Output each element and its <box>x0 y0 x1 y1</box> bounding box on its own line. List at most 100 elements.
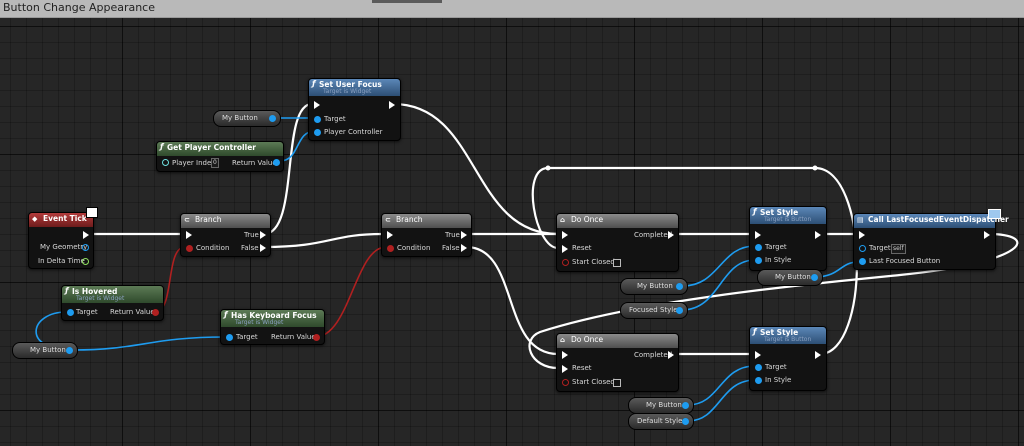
default-style-variable[interactable]: Default Style <box>628 413 694 430</box>
target-pin[interactable] <box>314 116 321 123</box>
node-header: ƒ Get Player Controller <box>157 142 283 156</box>
in-delta-time-label: In Delta Time <box>38 257 85 265</box>
exec-out-pin[interactable] <box>83 231 89 239</box>
last-focused-button-pin[interactable] <box>859 258 866 265</box>
output-pin[interactable] <box>269 115 276 122</box>
node-header: ◆ Event Tick <box>29 213 93 227</box>
false-label: False <box>241 244 259 252</box>
reset-label: Reset <box>572 364 592 372</box>
has-keyboard-focus-node[interactable]: ƒ Has Keyboard Focus Target is Widget Ta… <box>220 309 325 345</box>
focused-style-variable[interactable]: Focused Style <box>620 302 688 319</box>
output-pin[interactable] <box>682 402 689 409</box>
completed-label: Completed <box>634 231 673 239</box>
return-value-label: Return Value <box>232 159 277 167</box>
set-user-focus-node[interactable]: ƒ Set User Focus Target is Widget Target… <box>308 78 401 141</box>
my-button-variable[interactable]: My Button <box>757 269 823 286</box>
condition-pin[interactable] <box>387 245 394 252</box>
node-header: ⌂ Do Once <box>557 214 678 228</box>
exec-in-pin[interactable] <box>314 101 320 109</box>
event-tick-node[interactable]: ◆ Event Tick My Geometry In Delta Time <box>28 212 94 269</box>
exec-in-pin[interactable] <box>859 231 865 239</box>
delegate-icon[interactable] <box>86 207 98 218</box>
get-player-controller-node[interactable]: ƒ Get Player Controller Player Index 0 R… <box>156 141 284 172</box>
function-icon: ƒ <box>312 79 316 88</box>
true-exec-pin[interactable] <box>260 231 266 239</box>
exec-in-pin[interactable] <box>755 231 761 239</box>
completed-exec-pin[interactable] <box>668 231 674 239</box>
top-splitter-handle[interactable] <box>372 0 442 3</box>
my-button-variable[interactable]: My Button <box>620 278 688 295</box>
target-pin[interactable] <box>755 364 762 371</box>
return-value-pin[interactable] <box>273 159 280 166</box>
return-value-label: Return Value <box>110 308 155 316</box>
function-icon: ƒ <box>753 207 757 216</box>
output-pin[interactable] <box>66 347 73 354</box>
node-header: ▤ Call LastFocusedEventDispatcher <box>854 214 1009 228</box>
false-label: False <box>442 244 460 252</box>
return-value-pin[interactable] <box>313 334 320 341</box>
output-pin[interactable] <box>676 283 683 290</box>
player-index-value[interactable]: 0 <box>211 158 219 168</box>
my-button-variable[interactable]: My Button <box>213 110 281 127</box>
exec-out-pin[interactable] <box>984 231 990 239</box>
branch-node-1[interactable]: ⊂ Branch True Condition False <box>180 213 271 257</box>
do-once-node-2[interactable]: ⌂ Do Once Completed Reset Start Closed <box>556 333 679 392</box>
branch-icon: ⊂ <box>385 216 391 224</box>
target-pin[interactable] <box>859 245 866 252</box>
branch-node-2[interactable]: ⊂ Branch True Condition False <box>381 213 472 257</box>
output-pin[interactable] <box>682 418 689 425</box>
condition-label: Condition <box>196 244 230 252</box>
target-pin[interactable] <box>67 309 74 316</box>
my-button-variable[interactable]: My Button <box>12 342 78 359</box>
target-pin[interactable] <box>226 334 233 341</box>
function-icon: ƒ <box>160 142 164 151</box>
target-value[interactable]: self <box>891 244 906 254</box>
exec-out-pin[interactable] <box>815 231 821 239</box>
in-style-pin[interactable] <box>755 257 762 264</box>
in-style-pin[interactable] <box>755 377 762 384</box>
reset-exec-pin[interactable] <box>562 365 568 373</box>
start-closed-checkbox[interactable] <box>613 259 621 267</box>
false-exec-pin[interactable] <box>461 244 467 252</box>
condition-pin[interactable] <box>186 245 193 252</box>
call-dispatcher-node[interactable]: ▤ Call LastFocusedEventDispatcher Target… <box>853 213 1009 270</box>
return-value-pin[interactable] <box>152 309 159 316</box>
set-style-node-1[interactable]: ƒ Set Style Target is Button Target In S… <box>749 206 827 271</box>
player-index-label: Player Index <box>172 159 216 167</box>
output-pin[interactable] <box>811 274 818 281</box>
player-index-pin[interactable] <box>162 159 169 166</box>
target-pin[interactable] <box>755 244 762 251</box>
function-icon: ƒ <box>753 327 757 336</box>
branch-icon: ⊂ <box>184 216 190 224</box>
node-header: ƒ Set Style Target is Button <box>750 207 826 224</box>
true-exec-pin[interactable] <box>461 231 467 239</box>
node-header: ⌂ Do Once <box>557 334 678 348</box>
my-geometry-pin[interactable] <box>82 244 89 251</box>
exec-in-pin[interactable] <box>387 231 393 239</box>
event-icon: ◆ <box>32 215 38 223</box>
player-controller-label: Player Controller <box>324 128 383 136</box>
exec-in-pin[interactable] <box>186 231 192 239</box>
exec-out-pin[interactable] <box>389 101 395 109</box>
reset-exec-pin[interactable] <box>562 245 568 253</box>
completed-exec-pin[interactable] <box>668 351 674 359</box>
exec-in-pin[interactable] <box>562 351 568 359</box>
player-controller-pin[interactable] <box>314 129 321 136</box>
my-button-variable[interactable]: My Button <box>628 397 694 414</box>
output-pin[interactable] <box>676 307 683 314</box>
start-closed-checkbox[interactable] <box>613 379 621 387</box>
exec-in-pin[interactable] <box>755 351 761 359</box>
graph-title-bar: Button Change Appearance <box>0 0 1024 18</box>
macro-icon: ⌂ <box>560 336 566 344</box>
set-style-node-2[interactable]: ƒ Set Style Target is Button Target In S… <box>749 326 827 391</box>
return-value-label: Return Value <box>271 333 316 341</box>
start-closed-pin[interactable] <box>562 379 569 386</box>
do-once-node-1[interactable]: ⌂ Do Once Completed Reset Start Closed <box>556 213 679 272</box>
dispatcher-icon: ▤ <box>857 216 864 224</box>
exec-out-pin[interactable] <box>815 351 821 359</box>
start-closed-pin[interactable] <box>562 259 569 266</box>
exec-in-pin[interactable] <box>562 231 568 239</box>
is-hovered-node[interactable]: ƒ Is Hovered Target is Widget Target Ret… <box>61 285 164 321</box>
in-delta-time-pin[interactable] <box>82 258 89 265</box>
false-exec-pin[interactable] <box>260 244 266 252</box>
